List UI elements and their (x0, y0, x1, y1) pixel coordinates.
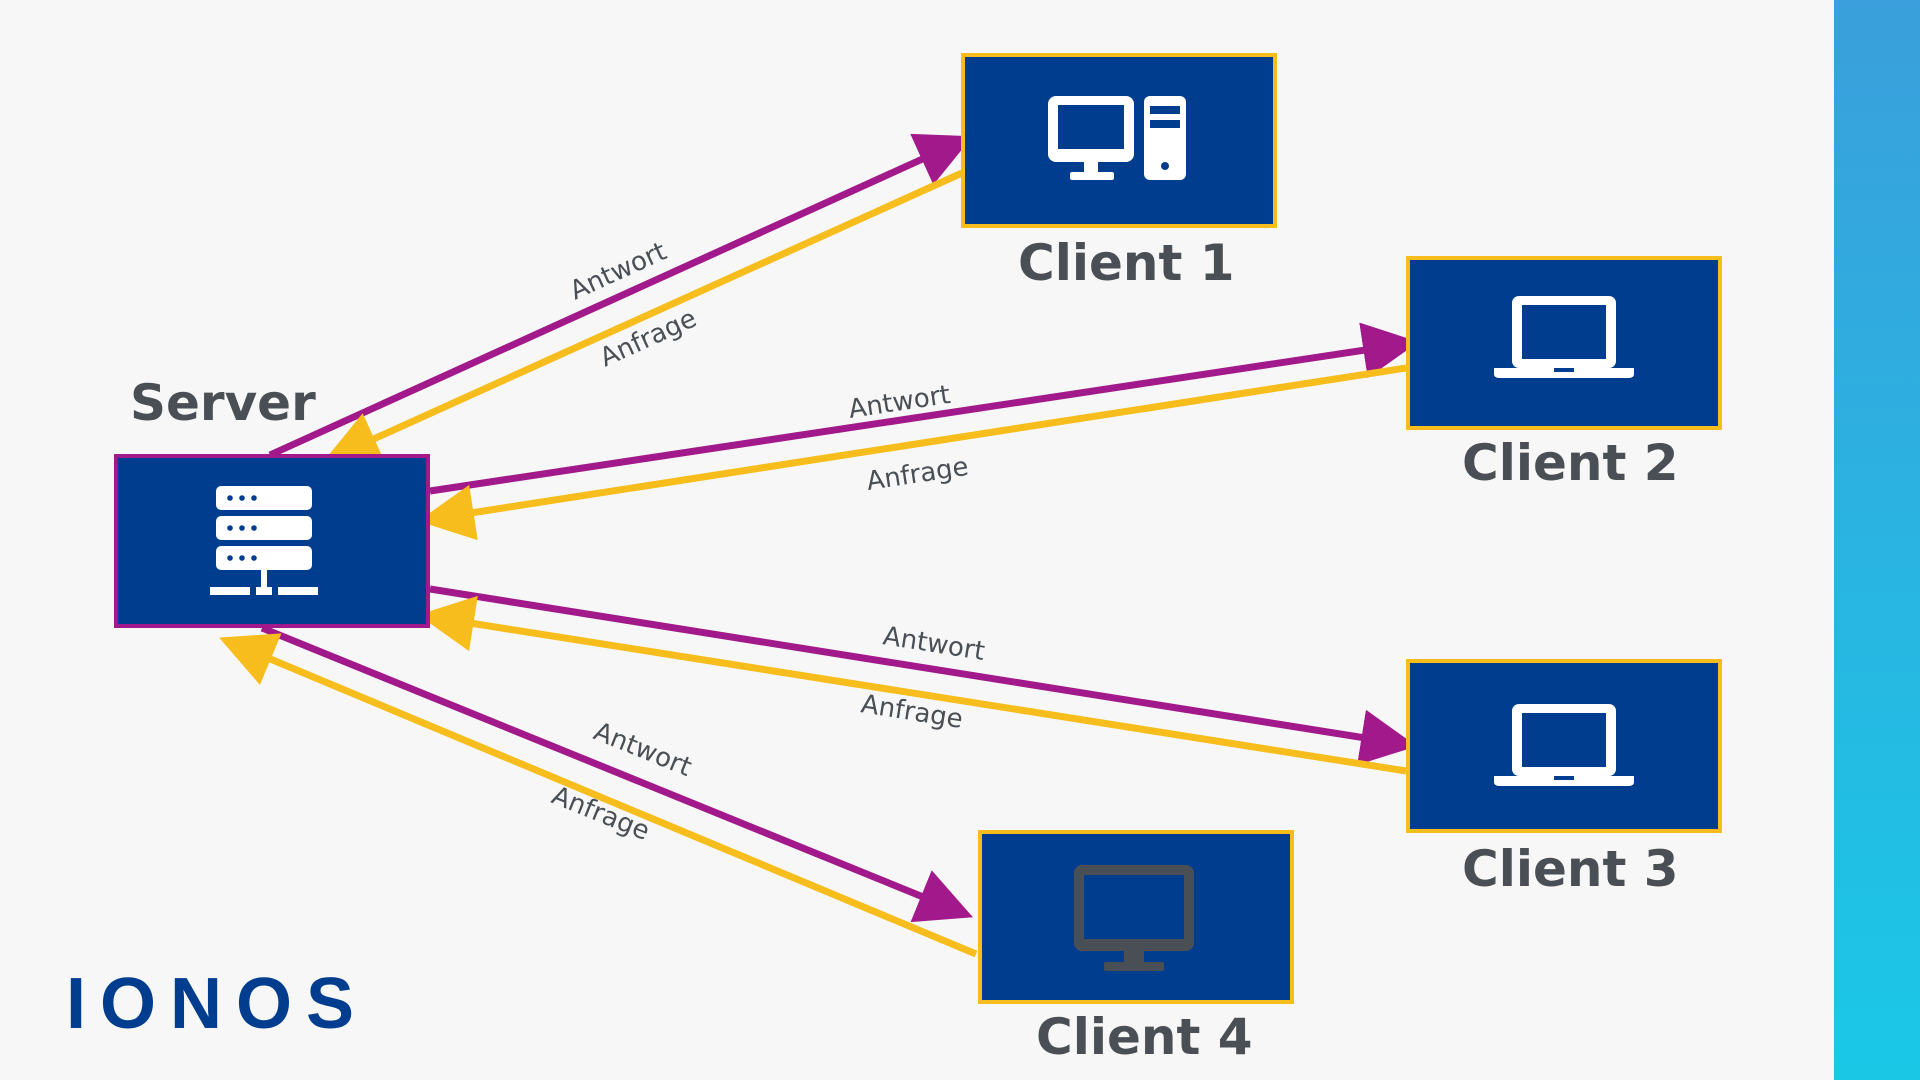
ionos-logo: IONOS (66, 964, 368, 1044)
client-node-1: Client 1 (961, 53, 1277, 292)
request-arrow-client-4 (219, 633, 978, 958)
request-label-client-2: Anfrage (865, 452, 971, 497)
client-3-label: Client 3 (1462, 840, 1679, 898)
edge-group-client-2: Antwort Anfrage (418, 322, 1419, 541)
client-node-3: Client 3 (1406, 659, 1722, 898)
client-node-4: Client 4 (978, 830, 1294, 1066)
server-label: Server (130, 374, 316, 432)
server-rack-icon (210, 486, 318, 595)
client-2-label: Client 2 (1462, 434, 1679, 492)
client-server-diagram: Antwort Anfrage Antwort Anfrage Antwort … (66, 53, 1722, 1066)
response-arrow-client-4 (260, 624, 973, 923)
edge-group-client-4: Antwort Anfrage (219, 624, 978, 958)
client-node-2: Client 2 (1406, 256, 1722, 492)
server-node: Server (114, 374, 430, 628)
request-arrow-client-2 (418, 364, 1407, 541)
request-label-client-4: Anfrage (547, 781, 653, 847)
response-arrow-client-2 (429, 322, 1419, 495)
response-arrow-client-1 (268, 133, 973, 459)
response-label-client-4: Antwort (589, 717, 695, 783)
laptop-icon (1494, 704, 1634, 786)
request-arrow-client-3 (418, 595, 1407, 775)
monitor-icon (1074, 865, 1194, 971)
edge-group-client-3: Antwort Anfrage (418, 585, 1417, 775)
desktop-tower-icon (1048, 96, 1186, 180)
server-box (114, 454, 430, 628)
request-arrow-client-1 (323, 169, 964, 465)
client-4-label: Client 4 (1036, 1008, 1253, 1066)
accent-side-bar (1834, 0, 1920, 1080)
response-arrow-client-3 (429, 585, 1417, 766)
laptop-icon (1494, 296, 1634, 378)
client-1-label: Client 1 (1018, 234, 1235, 292)
